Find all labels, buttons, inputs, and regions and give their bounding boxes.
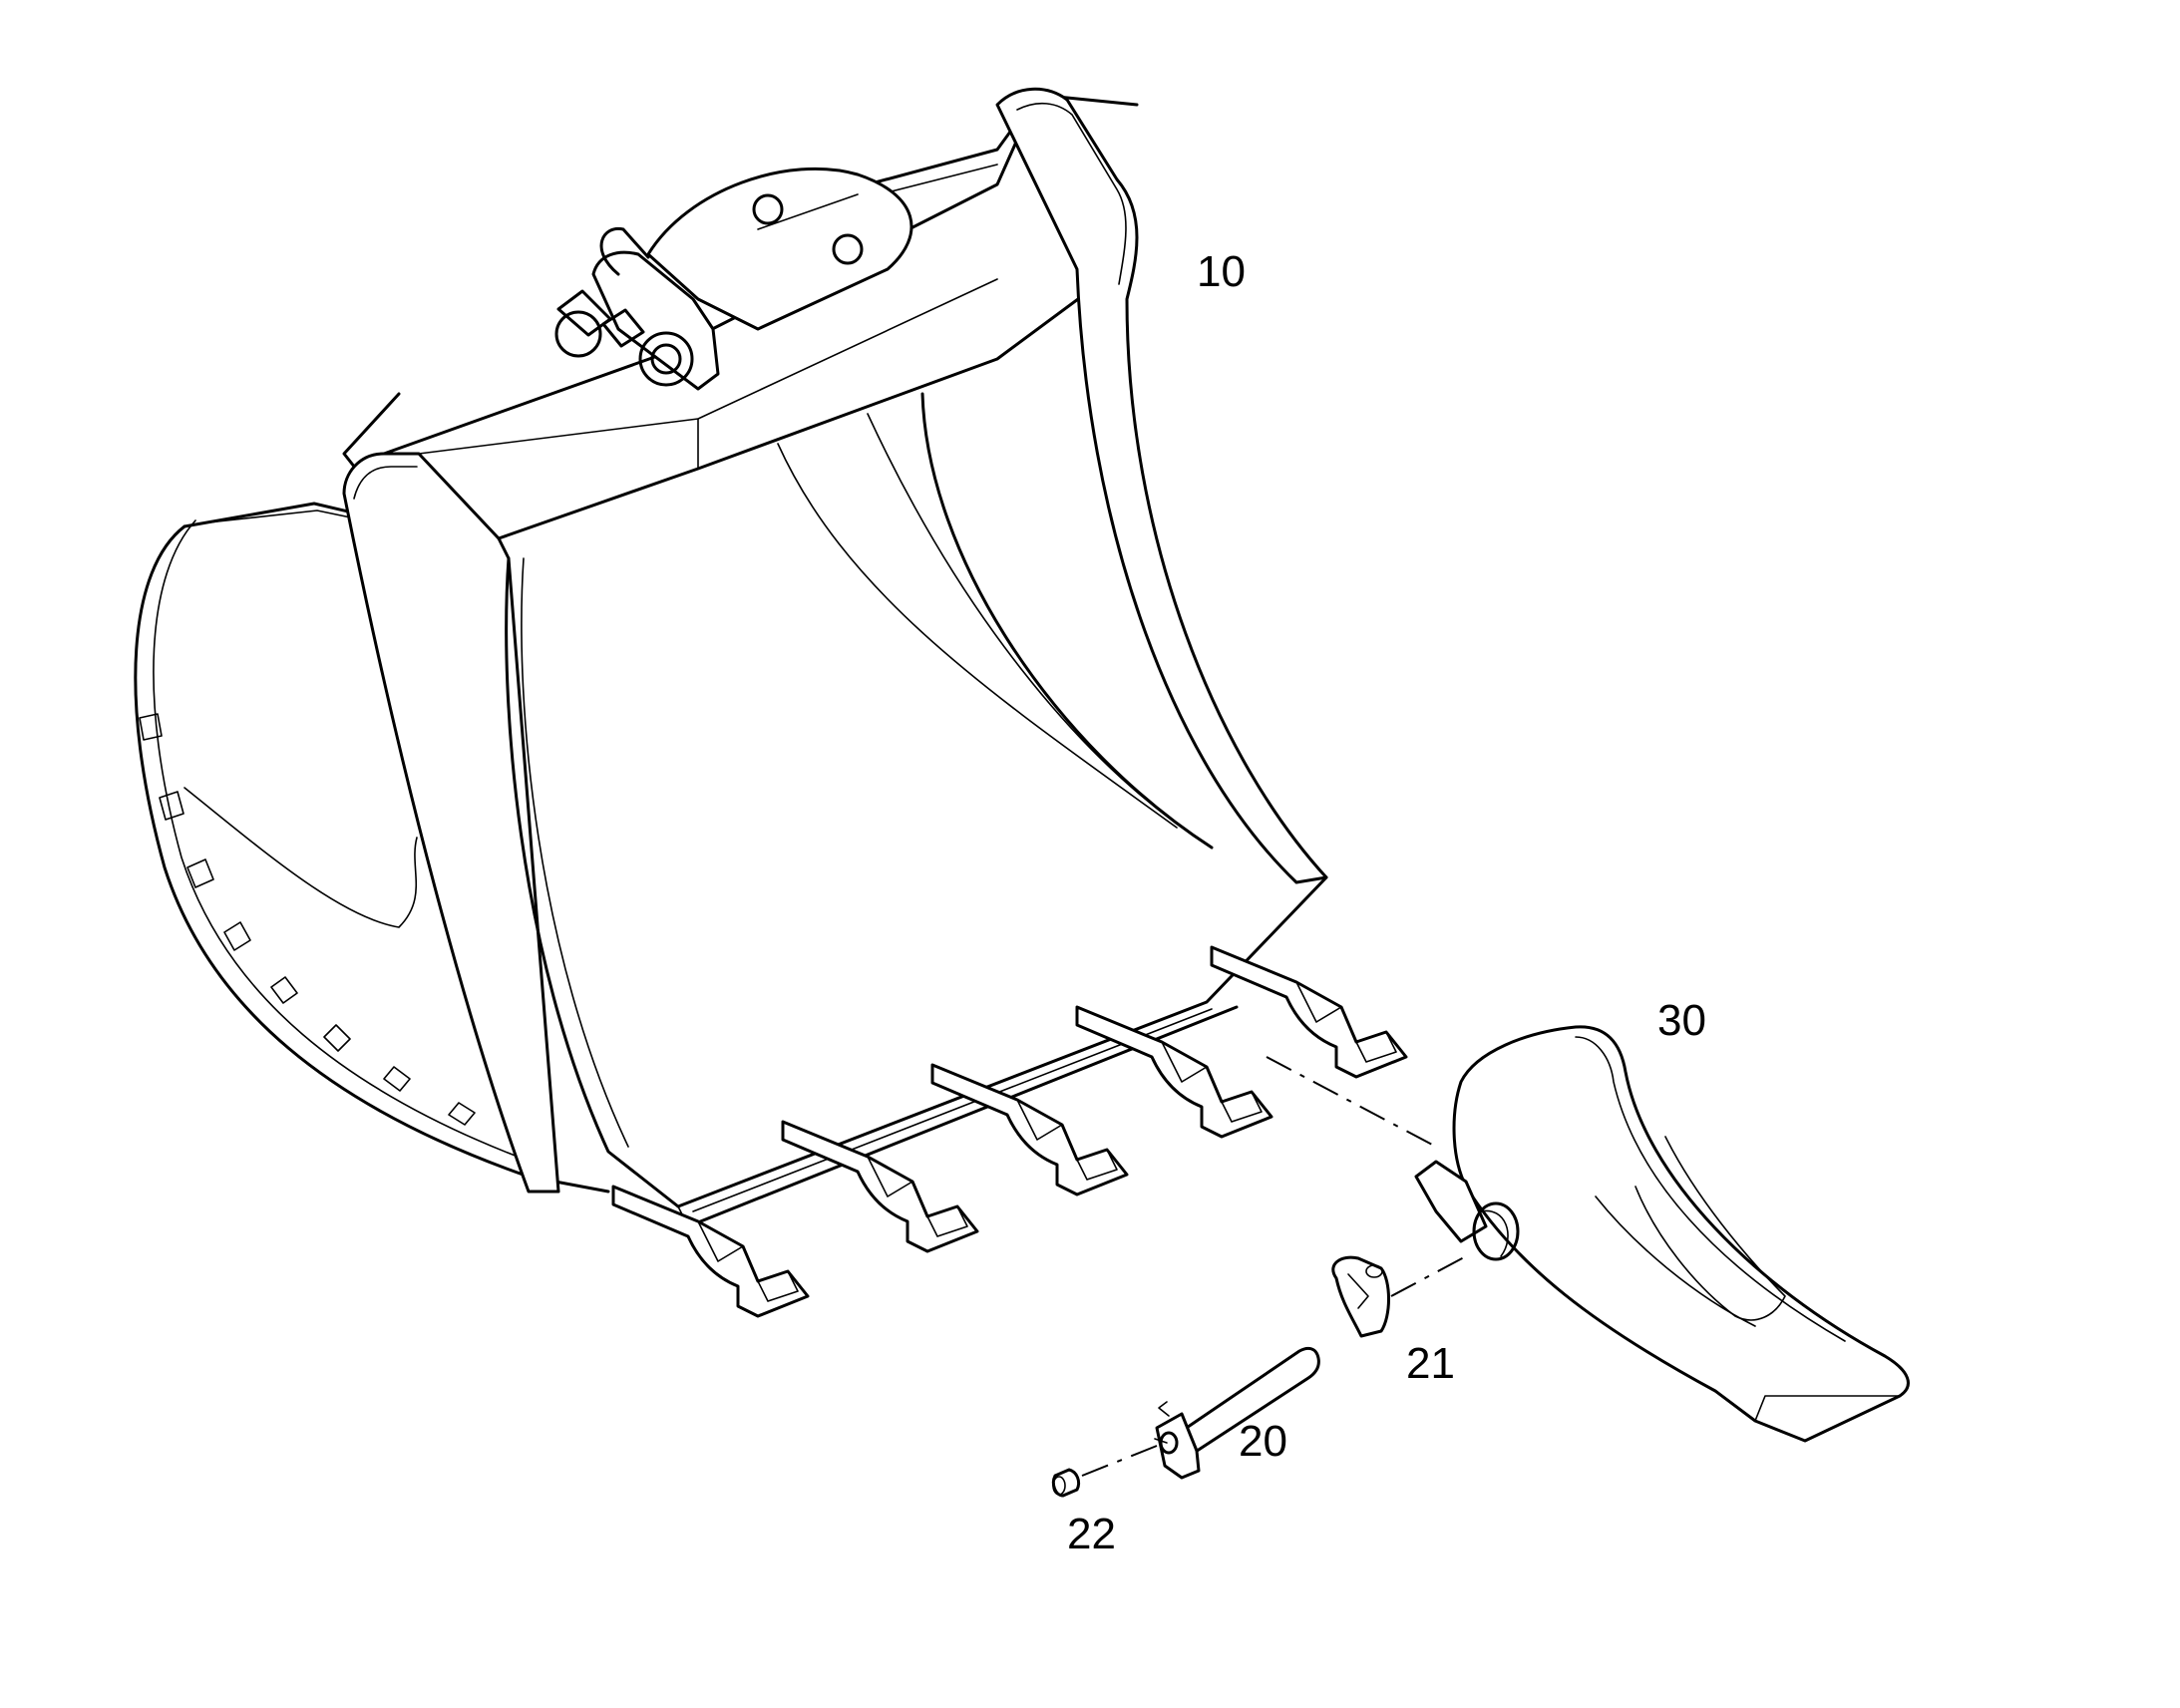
adapter-2 bbox=[781, 1120, 979, 1253]
tooth-point bbox=[1414, 1025, 1910, 1443]
callout-tooth: 30 bbox=[1657, 996, 1706, 1045]
callout-plug: 22 bbox=[1067, 1510, 1116, 1558]
adapter-3 bbox=[930, 1063, 1129, 1196]
assembly-centerlines bbox=[1081, 1056, 1467, 1477]
callout-retainer: 21 bbox=[1406, 1339, 1455, 1388]
retainer bbox=[1331, 1255, 1390, 1338]
callout-pin: 20 bbox=[1239, 1417, 1287, 1466]
adapter-5 bbox=[1210, 945, 1408, 1079]
centerline-retainer bbox=[1390, 1255, 1467, 1297]
bucket-assembly bbox=[134, 87, 1328, 1228]
callout-bucket: 10 bbox=[1197, 247, 1246, 296]
centerline-pin-plug bbox=[1081, 1445, 1158, 1477]
pin bbox=[1154, 1346, 1320, 1480]
callout-labels: 10 30 21 20 22 bbox=[1067, 247, 1706, 1558]
adapter-4 bbox=[1075, 1005, 1273, 1139]
bucket-adapters bbox=[611, 945, 1408, 1318]
adapter-1 bbox=[611, 1185, 810, 1318]
plug bbox=[1051, 1468, 1081, 1498]
centerline-tooth bbox=[1266, 1056, 1437, 1148]
